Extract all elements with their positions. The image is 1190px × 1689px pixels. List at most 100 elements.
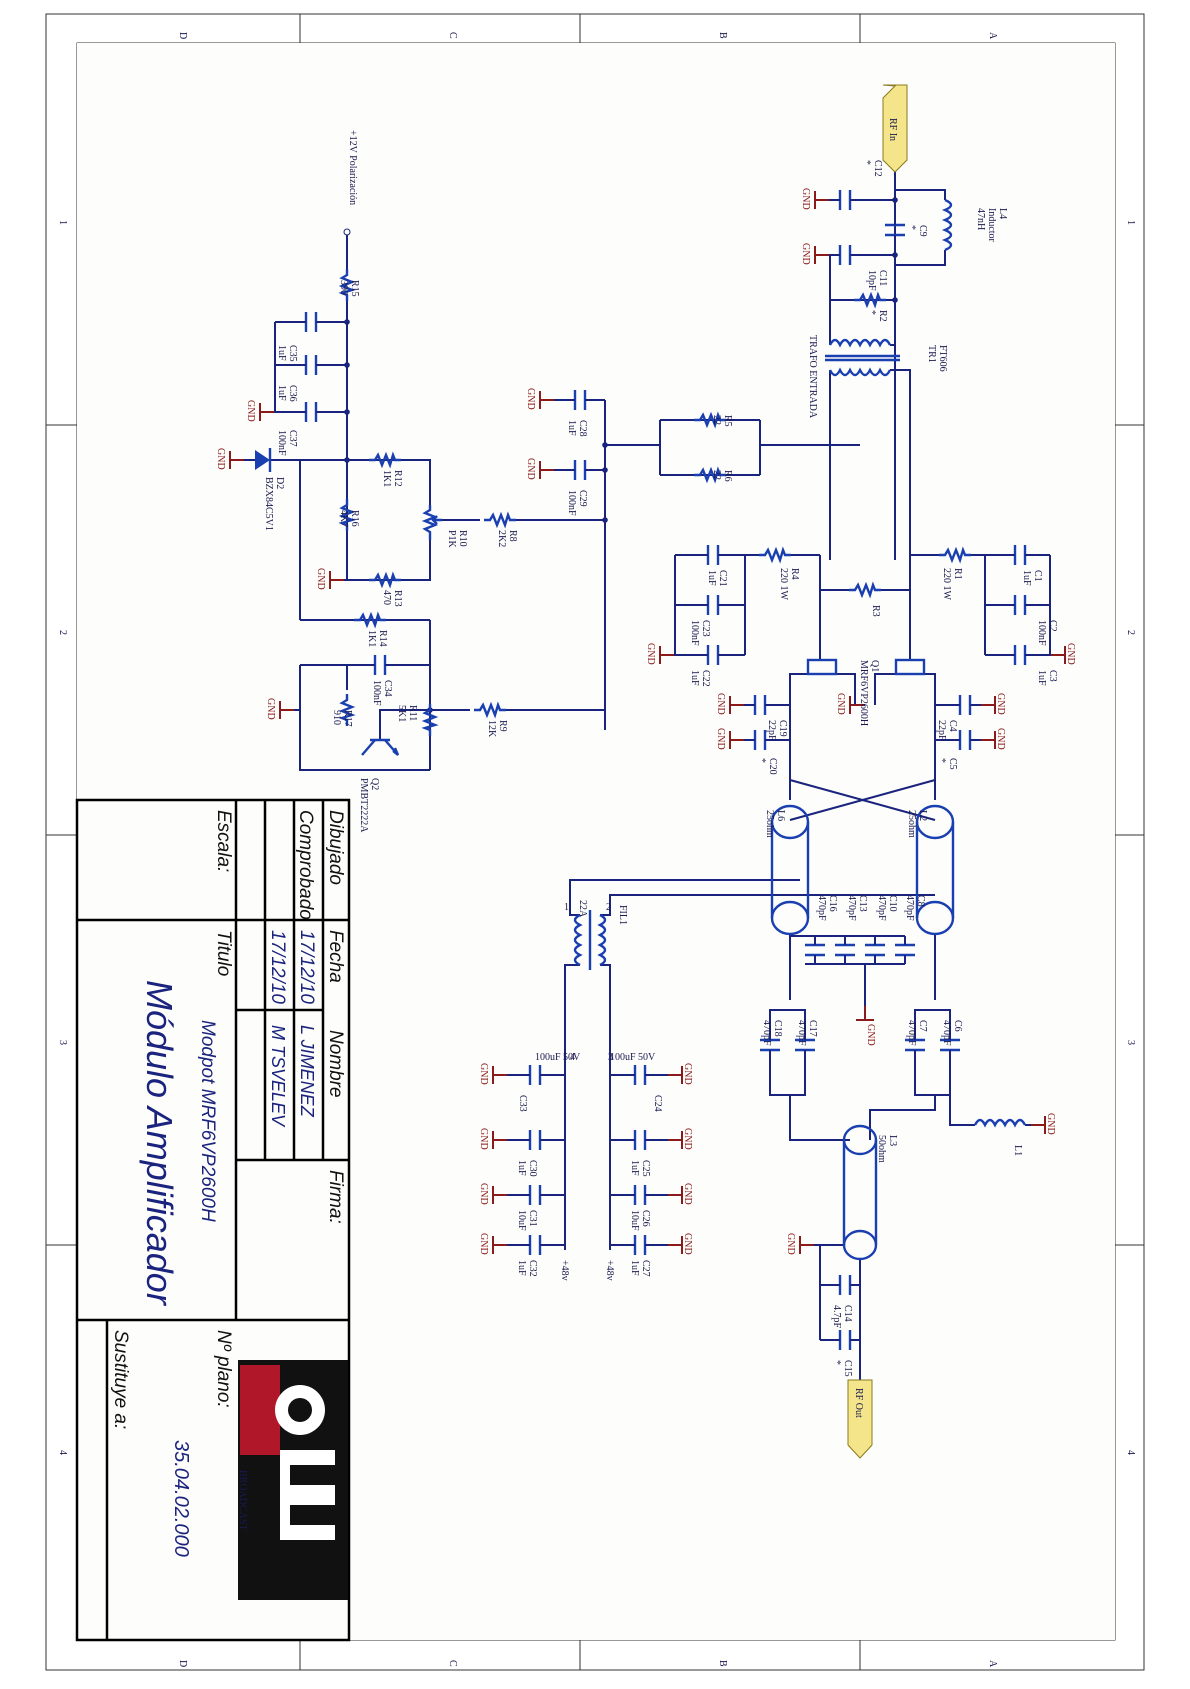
wire (874, 673, 896, 705)
component-label: 220 1W (778, 568, 789, 601)
component-label: C19 (777, 720, 788, 737)
component-label: R8 (507, 530, 518, 542)
wire (564, 964, 580, 1250)
resistor-r11 (421, 704, 439, 736)
component-label: R14 (377, 630, 388, 647)
component-label: 10uF (516, 1210, 527, 1231)
supply-port-a: +48v (559, 1260, 570, 1281)
component-label: C15 (842, 1360, 853, 1377)
wire (890, 369, 911, 560)
component-label: C33 (517, 1095, 528, 1112)
potentiometer-wiper (431, 515, 442, 525)
component-label: MRF6VP2600H (858, 660, 869, 726)
zener-d2 (255, 450, 270, 470)
logo-o-inner (288, 1398, 312, 1422)
title-block: OM3BROADCASTDibujadoComprobadoEscala:Fec… (75, 798, 351, 1642)
logo-m (280, 1450, 335, 1540)
component-label: C23 (700, 620, 711, 637)
nombre-comprobado: M TSVELEV (268, 1025, 288, 1128)
component-label: 2K2 (496, 530, 507, 547)
junction-dot (892, 252, 898, 258)
gnd-label: GND (995, 693, 1006, 715)
component-label: 1uF (1036, 670, 1047, 686)
component-label: 470pF (761, 1020, 772, 1046)
nombre-dibujado: L JIMENEZ (297, 1025, 317, 1118)
filter-fil1 (573, 913, 583, 967)
component-label: 100nF (1036, 620, 1047, 646)
component-label: 1uF (629, 1260, 640, 1276)
wire (914, 1009, 951, 1031)
wire (789, 779, 936, 821)
component-label: 910 (331, 710, 342, 725)
zone-number-right: 4 (1125, 1450, 1136, 1455)
component-label: C13 (857, 895, 868, 912)
component-label: C22 (700, 670, 711, 687)
component-label: 470 (381, 590, 392, 605)
wire (890, 300, 896, 346)
component-label: FT606 (937, 345, 948, 372)
wire (569, 879, 800, 916)
component-label: 22 (711, 415, 722, 425)
component-label: R3 (870, 605, 881, 617)
bias-supply-port: +12V Polarización (347, 130, 358, 205)
gnd-label: GND (785, 1233, 796, 1255)
component-label: C17 (807, 1020, 818, 1037)
component-label: R12 (392, 470, 403, 487)
logo-subtext: BROADCAST (237, 1470, 248, 1531)
component-label: C9 (917, 225, 928, 237)
wire (869, 1095, 936, 1140)
component-label: 100nF (276, 430, 287, 456)
component-label: C20 (767, 758, 778, 775)
component-label: C27 (640, 1260, 651, 1277)
component-label: R16 (349, 510, 360, 527)
zone-number-right: 2 (1125, 630, 1136, 635)
component-label: L6 (775, 810, 786, 821)
component-label: C11 (877, 270, 888, 286)
component-label: C2 (1047, 620, 1058, 632)
inductor-l4 (941, 198, 953, 252)
fecha-dibujado: 17/12/10 (296, 930, 317, 1004)
rf-in-port (882, 84, 908, 173)
nombre-label: Nombre (325, 1030, 346, 1098)
logo-accent (240, 1365, 280, 1455)
zone-letter-top: C (447, 32, 458, 39)
supply-port-b: +48v (604, 1260, 615, 1281)
wire (924, 673, 936, 800)
pin-label: 2 (606, 902, 611, 913)
component-label: C6 (952, 1020, 963, 1032)
junction-dot (344, 362, 350, 368)
component-label: C32 (527, 1260, 538, 1277)
filter-label: 22A (577, 900, 588, 918)
component-label: C30 (527, 1160, 538, 1177)
component-label: 22 (711, 470, 722, 480)
gnd-label: GND (800, 243, 811, 265)
zone-letter-bottom: D (177, 1660, 188, 1667)
component-label: C24 (652, 1095, 663, 1112)
component-label: C21 (717, 570, 728, 587)
resistor-r9 (474, 701, 506, 719)
component-label: 22pF (766, 720, 777, 741)
resistor-r14 (354, 611, 386, 629)
component-label: 22pF (936, 720, 947, 741)
gnd-label: GND (215, 448, 226, 470)
component-label: L2 (917, 810, 928, 821)
component-label: 1uF (516, 1160, 527, 1176)
wire (600, 964, 611, 1250)
component-label: 1uF (706, 570, 717, 586)
component-label: R10 (457, 530, 468, 547)
component-label: 25ohm (764, 810, 775, 838)
junction-dot (892, 197, 898, 203)
transformer-label: TRAFO ENTRADA (807, 335, 818, 419)
plano-label: Nº plano: (213, 1330, 234, 1408)
component-label: * (756, 758, 767, 763)
component-label: 470pF (904, 895, 915, 921)
component-label: 1uF (276, 345, 287, 361)
gnd-label: GND (682, 1128, 693, 1150)
component-label: 470pF (816, 895, 827, 921)
component-label: C29 (577, 490, 588, 507)
component-label: R2 (877, 310, 888, 322)
resistor-r5 (694, 411, 726, 429)
